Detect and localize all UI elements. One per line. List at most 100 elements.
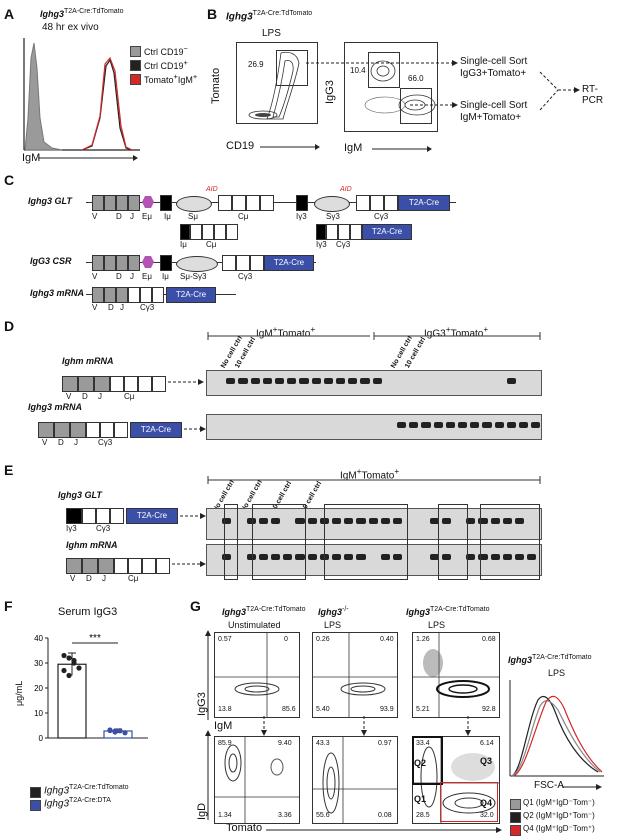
panel-a-x-arrow (38, 155, 138, 161)
y-tick-label: 10 (34, 709, 43, 718)
panel-c-csr-d-label: D (116, 272, 122, 281)
y-tick-label: 20 (34, 684, 43, 693)
panel-e-glt-cg3-label: Cγ3 (96, 524, 111, 533)
panel-d-ighm-label: Ighm mRNA (62, 356, 114, 366)
panel-g-top-plot-3 (412, 632, 500, 718)
gel-band (283, 554, 293, 560)
panel-e-ighm-d-label: D (86, 574, 92, 583)
panel-letter-g: G (190, 598, 201, 614)
legend-3-sup2: + (192, 72, 198, 81)
panel-c-smu-oval (176, 196, 212, 212)
data-point (66, 672, 72, 679)
panel-letter-b: B (207, 6, 218, 22)
panel-g-bot-plot-2-svg (313, 737, 397, 823)
panel-letter-e: E (4, 462, 14, 478)
panel-c-aid2: AID (340, 186, 352, 193)
panel-c-mrna-j-label: J (120, 303, 124, 312)
panel-c-tx-cmu4 (226, 224, 238, 240)
panel-g-b2-lr: 0.08 (378, 812, 392, 819)
panel-c-t2a-1: T2A-Cre (398, 195, 450, 211)
panel-e-ighm-label: Ighm mRNA (66, 540, 118, 550)
panel-d-group2-a: IgG3 (424, 328, 446, 340)
panel-b-plot1 (236, 42, 318, 124)
gel-band (393, 518, 403, 524)
panel-g-bot-plot-1 (214, 736, 300, 824)
panel-c-tx-cmu1 (190, 224, 202, 240)
panel-d-group1: IgM+Tomato+ (256, 324, 315, 339)
gel-band (494, 422, 504, 428)
panel-c-csr-cg3-1 (222, 255, 236, 271)
panel-f-legend-swatch-2 (30, 800, 41, 811)
panel-g-b1-lr: 3.36 (278, 812, 292, 819)
data-point (76, 665, 82, 671)
data-point (117, 728, 123, 734)
panel-c-cg3-3 (384, 195, 398, 211)
panel-g-b3-ur: 6.14 (480, 740, 494, 747)
panel-f-legend-1-sup: T2A-Cre:TdTomato (69, 784, 129, 791)
panel-b-gate2a-value: 10.4 (350, 66, 366, 75)
gel-band (478, 554, 488, 560)
panel-b-sort2: Single-cell Sort (460, 100, 528, 111)
panel-c-seg-v2 (104, 195, 116, 211)
gel-band (380, 518, 390, 524)
gel-band (470, 422, 480, 428)
panel-letter-c: C (4, 172, 15, 188)
gel-band (478, 518, 488, 524)
panel-c-mrna-cg3-2 (140, 287, 152, 303)
gel-band (515, 518, 525, 524)
panel-b-merge-arrows (539, 71, 580, 111)
gel-band (356, 554, 366, 560)
gel-band (506, 378, 516, 384)
gel-band (482, 422, 492, 428)
panel-c-csr-label: IgG3 CSR (30, 256, 72, 266)
panel-a-xlabel: IgM (22, 152, 41, 164)
panel-a-legend-3: Tomato+IgM+ (144, 72, 197, 85)
panel-e-lane-box-3 (324, 504, 408, 580)
gel-band (445, 422, 455, 428)
panel-c-seg-d (116, 195, 128, 211)
gel-band (332, 554, 342, 560)
panel-d-brackets (207, 332, 541, 340)
gel-band (246, 554, 256, 560)
panel-d-gel-ighg3 (206, 414, 542, 440)
panel-g-b3-ll: 28.5 (416, 812, 430, 819)
panel-b-gate2b-value: 66.0 (408, 74, 424, 83)
panel-d-ighm-cmu-label: Cμ (124, 392, 135, 401)
panel-d-ighg3-c1 (86, 422, 100, 438)
panel-e-glt-c3 (110, 508, 124, 524)
panel-g-hist-x-arrow (562, 784, 602, 790)
panel-c-mrna-cg3-1 (128, 287, 140, 303)
panel-b-sup: T2A-Cre:TdTomato (252, 10, 313, 17)
panel-d-ighg3-j (70, 422, 86, 438)
data-point (71, 657, 77, 664)
panel-g-col3-title: Ighg3T2A-Cre:TdTomato (406, 606, 490, 617)
panel-c-mrna-v-label: V (92, 303, 98, 312)
panel-f-legend-2: Ighg3T2A-Cre:DTA (44, 797, 111, 809)
panel-g-legend-2: Q2 (IgM⁺IgD⁺Tom⁻) (523, 811, 595, 820)
panel-g-top-plot-2-svg (313, 633, 397, 717)
panel-d-arrow-top (168, 379, 204, 385)
gel-band (490, 518, 500, 524)
panel-b-x-arrow1 (260, 144, 320, 150)
panel-g-col3-gene: Ighg3 (406, 607, 430, 617)
gel-band (502, 554, 512, 560)
panel-c-tx-cg3-2 (338, 224, 350, 240)
data-point (61, 652, 67, 659)
panel-e-lane-box-1 (224, 504, 238, 580)
panel-g-hist-xlabel: FSC-A (534, 780, 564, 791)
gel-band (531, 422, 541, 428)
panel-e-ighm-v-label: V (70, 574, 76, 583)
panel-g-t3-ul: 1.26 (416, 636, 430, 643)
panel-f-ylabel: μg/mL (14, 680, 24, 706)
panel-a-sup: T2A-Cre:TdTomato (64, 8, 124, 15)
panel-d-ighg3-d (54, 422, 70, 438)
panel-b-sort2b: IgM+Tomato+ (460, 112, 522, 123)
panel-g-b1-ur: 9.40 (278, 740, 292, 747)
gel-band (433, 422, 443, 428)
gel-band (262, 378, 272, 384)
panel-g-t1-ur: 0 (284, 636, 288, 643)
panel-g-y-arrows (205, 630, 211, 820)
panel-c-csr-j-label: J (130, 272, 134, 281)
panel-letter-a: A (4, 6, 15, 22)
panel-c-csr-v: V (92, 272, 98, 281)
